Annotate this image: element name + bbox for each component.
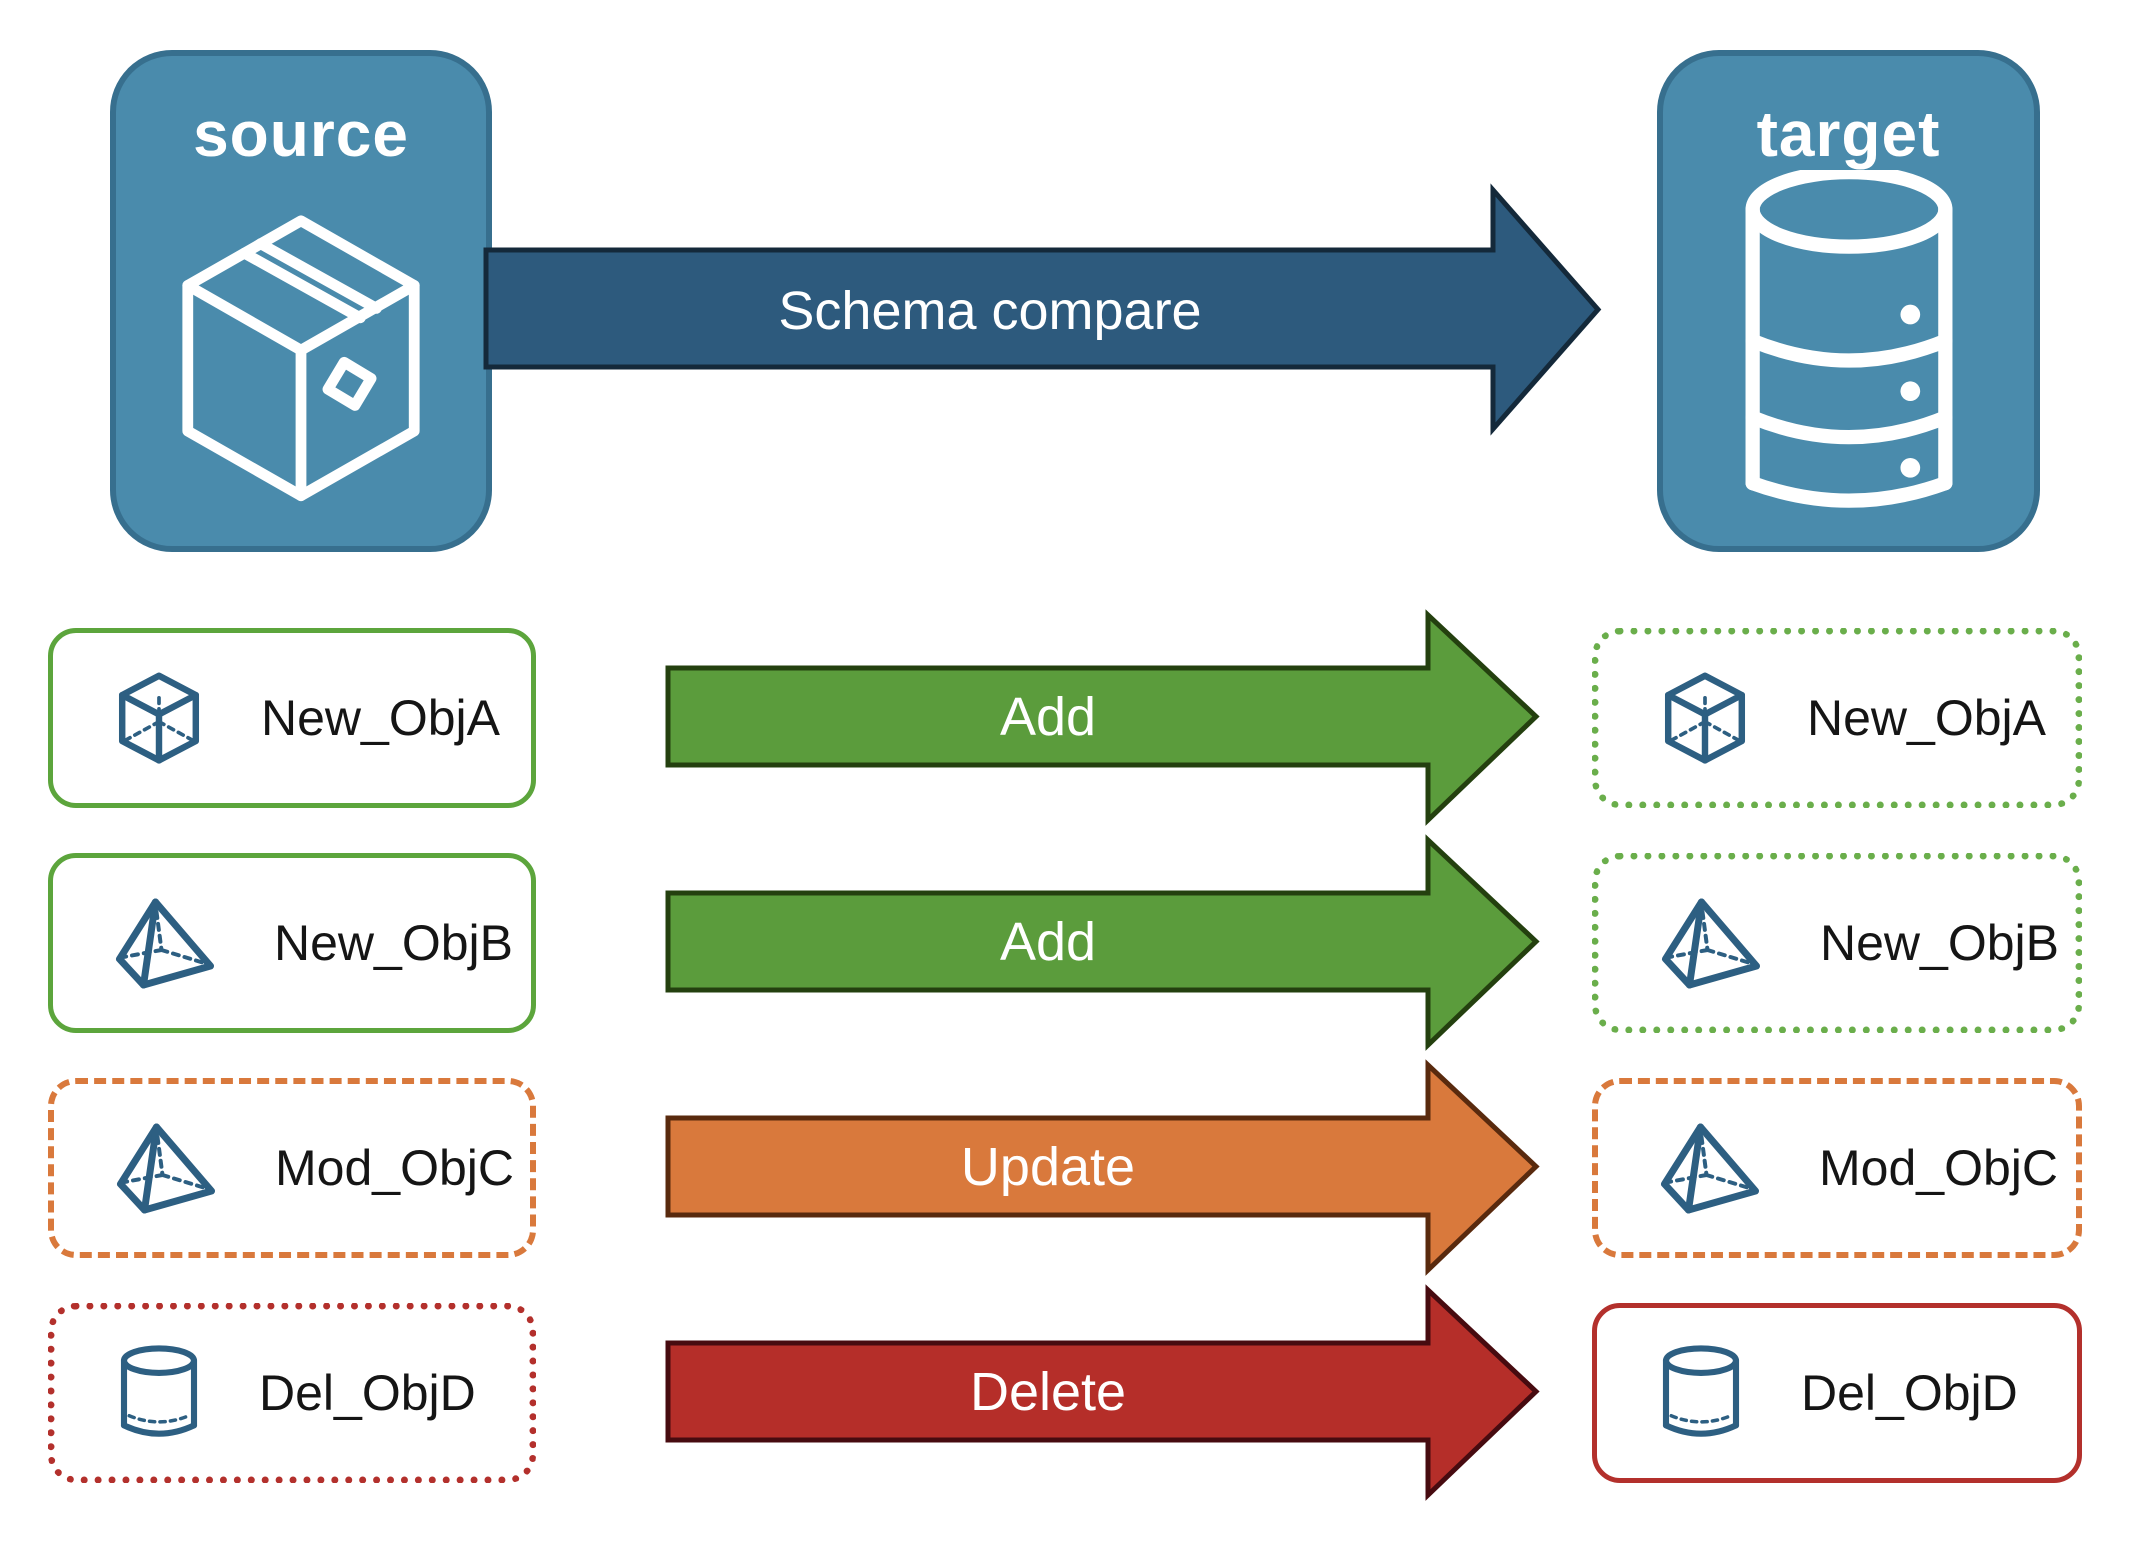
- action-arrow-add-a: Add: [665, 609, 1540, 826]
- cube-icon: [118, 672, 200, 764]
- cube-icon: [1664, 672, 1746, 764]
- action-label: Add: [1000, 912, 1096, 972]
- object-label: Del_ObjD: [259, 1365, 476, 1421]
- schema-compare-arrow: Schema compare: [483, 183, 1602, 436]
- object-label: New_ObjB: [274, 915, 513, 971]
- action-label: Add: [1000, 687, 1096, 747]
- action-arrow-delete: Delete: [665, 1284, 1540, 1501]
- action-label: Delete: [970, 1362, 1126, 1422]
- target-object-box: New_ObjB: [1592, 853, 2082, 1033]
- source-object-box: Mod_ObjC: [48, 1078, 536, 1258]
- object-label: New_ObjA: [261, 690, 500, 746]
- target-box: target: [1657, 50, 2040, 552]
- schema-compare-label: Schema compare: [778, 281, 1201, 341]
- pyramid-icon: [116, 898, 214, 988]
- object-label: Del_ObjD: [1801, 1365, 2018, 1421]
- object-label: Mod_ObjC: [275, 1140, 514, 1196]
- object-label: Mod_ObjC: [1819, 1140, 2058, 1196]
- source-box: source: [110, 50, 492, 552]
- target-title: target: [1756, 98, 1941, 170]
- action-arrow-add-b: Add: [665, 834, 1540, 1051]
- action-arrow-update: Update: [665, 1059, 1540, 1276]
- cylinder-icon: [1662, 1345, 1740, 1437]
- source-object-box: New_ObjB: [48, 853, 536, 1033]
- database-icon: [1745, 170, 1952, 508]
- object-label: New_ObjA: [1807, 690, 2046, 746]
- source-object-box: New_ObjA: [48, 628, 536, 808]
- pyramid-icon: [1661, 1123, 1759, 1213]
- package-icon: [182, 215, 420, 502]
- target-object-box: New_ObjA: [1592, 628, 2082, 808]
- pyramid-icon: [117, 1123, 215, 1213]
- source-title: source: [193, 98, 409, 170]
- cylinder-icon: [120, 1345, 198, 1437]
- object-label: New_ObjB: [1820, 915, 2059, 971]
- source-object-box: Del_ObjD: [48, 1303, 536, 1483]
- target-object-box: Mod_ObjC: [1592, 1078, 2082, 1258]
- target-object-box: Del_ObjD: [1592, 1303, 2082, 1483]
- pyramid-icon: [1662, 898, 1760, 988]
- action-label: Update: [961, 1137, 1135, 1197]
